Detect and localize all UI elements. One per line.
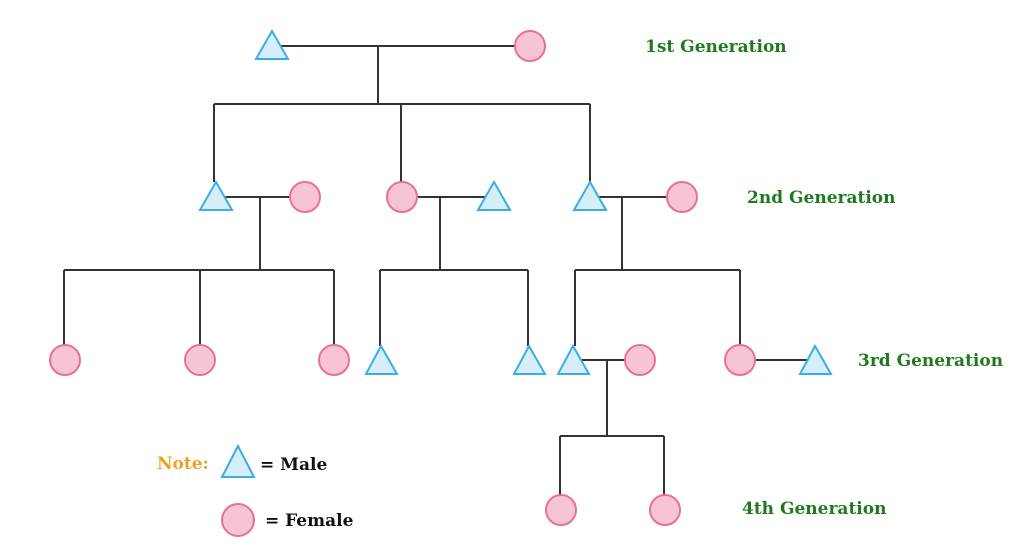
connector-lines [63,45,815,496]
female-symbol [386,181,418,213]
male-symbol [512,343,547,375]
female-symbol [49,344,81,376]
female-symbol [289,181,321,213]
female-symbol [649,494,681,526]
generation-label-4: 4th Generation [742,499,886,519]
female-symbol [666,181,698,213]
female-symbol [724,344,756,376]
female-symbol [514,30,546,62]
legend: Note: = Male = Female [157,443,354,537]
legend-male-symbol [220,443,256,478]
male-symbol [556,343,591,375]
legend-female-text: = Female [265,511,354,531]
male-symbol [254,28,290,60]
individuals [49,28,833,526]
male-symbol [364,343,399,375]
male-symbol [798,343,833,375]
generation-labels: 1st Generation 2nd Generation 3rd Genera… [645,37,1003,519]
legend-male-text: = Male [260,455,327,475]
male-symbol [198,179,234,211]
female-symbol [624,344,656,376]
female-symbol [545,494,577,526]
male-symbol [572,179,608,211]
generation-label-3: 3rd Generation [858,351,1003,371]
generation-label-1: 1st Generation [645,37,787,57]
legend-female-symbol [221,503,255,537]
generation-label-2: 2nd Generation [747,188,895,208]
female-symbol [318,344,350,376]
male-symbol [476,179,512,211]
female-symbol [184,344,216,376]
legend-note-label: Note: [157,454,209,474]
